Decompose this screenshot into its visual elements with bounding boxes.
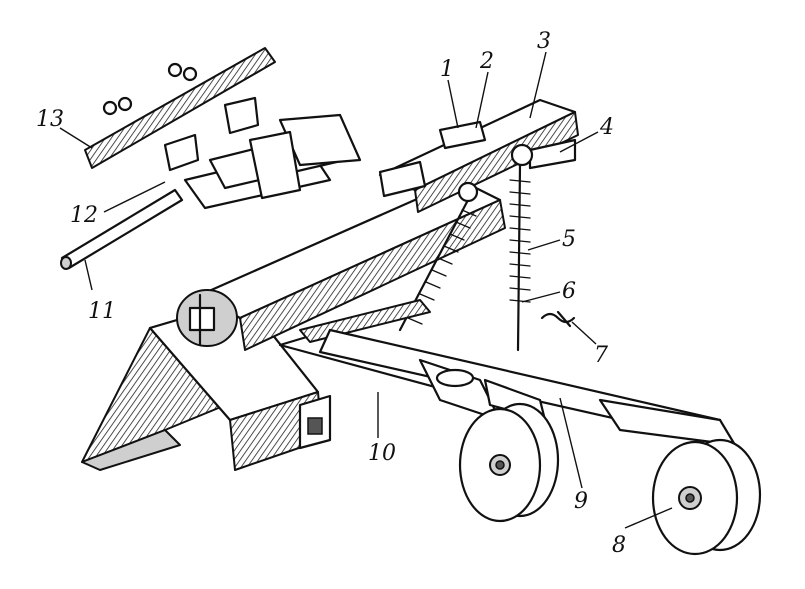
brackets-12 bbox=[163, 96, 362, 210]
disc-right bbox=[651, 438, 762, 556]
disc-left bbox=[458, 402, 560, 523]
main-beam bbox=[176, 178, 506, 351]
label-3: 3 bbox=[537, 29, 551, 54]
label-6: 6 bbox=[562, 279, 576, 304]
cotter-pin bbox=[540, 310, 576, 328]
label-4: 4 bbox=[599, 115, 614, 140]
label-13: 13 bbox=[36, 107, 64, 132]
label-2: 2 bbox=[479, 49, 494, 74]
label-7: 7 bbox=[594, 343, 608, 368]
leader-lines bbox=[59, 51, 673, 529]
label-10: 10 bbox=[368, 441, 396, 466]
part-labels: 1 2 3 4 5 6 7 8 9 10 11 12 13 bbox=[36, 29, 626, 558]
rod-11 bbox=[60, 188, 184, 270]
label-5: 5 bbox=[562, 227, 576, 252]
cross-beam bbox=[378, 98, 579, 213]
plate-13 bbox=[84, 47, 276, 169]
rear-frame bbox=[278, 299, 737, 447]
label-11: 11 bbox=[88, 299, 116, 324]
spring-right bbox=[509, 143, 534, 352]
label-1: 1 bbox=[440, 57, 454, 82]
label-9: 9 bbox=[574, 489, 588, 514]
label-12: 12 bbox=[70, 203, 98, 228]
label-8: 8 bbox=[612, 533, 626, 558]
